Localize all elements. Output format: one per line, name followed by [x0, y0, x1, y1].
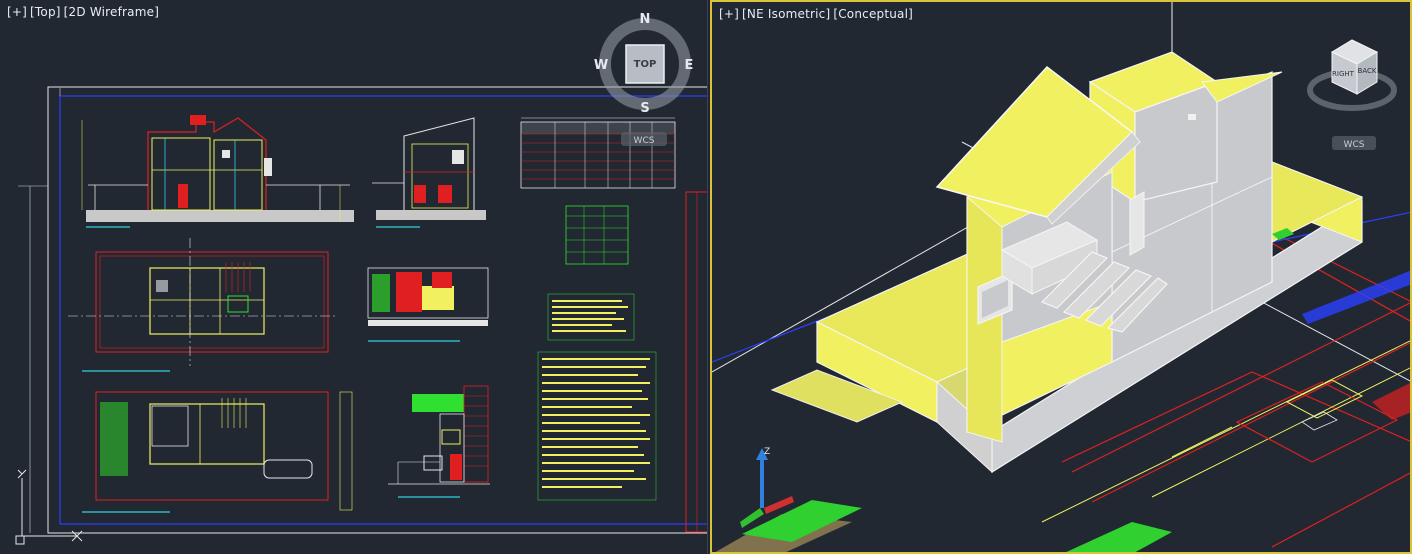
- view-menu[interactable]: [Top]: [30, 5, 61, 19]
- sheet-outer-frame: [47, 86, 707, 534]
- drawing-canvas-3d: Z: [712, 2, 1410, 552]
- areas-table: [520, 117, 676, 189]
- plan-in-3d: [1235, 379, 1410, 463]
- viewport-ne-isometric[interactable]: [+][NE Isometric][Conceptual]: [710, 0, 1412, 554]
- elevation-drawing-1: [81, 115, 354, 228]
- viewport-label-right[interactable]: [+][NE Isometric][Conceptual]: [719, 7, 916, 21]
- visual-style-menu[interactable]: [2D Wireframe]: [63, 5, 160, 19]
- building-3d-model: [770, 2, 1364, 474]
- viewport-top-2d[interactable]: [+][Top][2D Wireframe]: [0, 0, 708, 554]
- ucs-2d-icon: [15, 469, 83, 545]
- small-table: [565, 205, 629, 265]
- ucs-3d-icon: Z: [740, 447, 794, 528]
- roof-plan: [367, 267, 489, 342]
- viewport-label-left[interactable]: [+][Top][2D Wireframe]: [7, 5, 162, 19]
- elevation-drawing-2: [372, 117, 486, 228]
- drawing-canvas-2d: [15, 86, 707, 545]
- svg-text:Z: Z: [764, 447, 770, 457]
- front-elevation: [388, 385, 490, 498]
- viewport-controls-menu-right[interactable]: [+]: [719, 7, 740, 21]
- sheet-inner-frame: [59, 95, 707, 525]
- notes-block: [537, 293, 657, 501]
- floor-plan-upper: [68, 238, 336, 372]
- viewport-controls-menu[interactable]: [+]: [7, 5, 28, 19]
- visual-style-menu-right[interactable]: [Conceptual]: [833, 7, 914, 21]
- view-menu-right[interactable]: [NE Isometric]: [742, 7, 831, 21]
- floor-plan-lower: [82, 391, 353, 513]
